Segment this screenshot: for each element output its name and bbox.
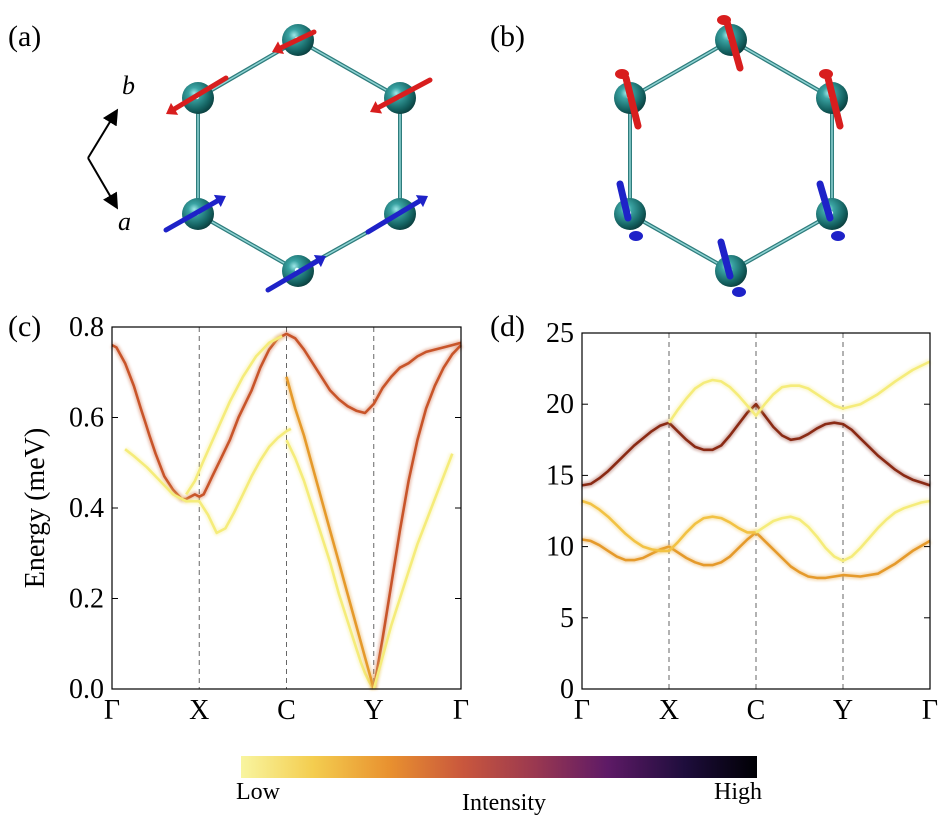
panel-label-c: (c) <box>8 310 41 343</box>
band-series-glow <box>370 452 456 690</box>
band-series-3 <box>185 334 283 496</box>
bond-highlight <box>730 213 833 272</box>
colorbar-gradient <box>241 756 757 778</box>
spin-arrow-shaft <box>365 198 422 235</box>
spin-rod <box>622 74 642 130</box>
axis-a-label: a <box>118 207 131 236</box>
spin-cap <box>831 231 845 241</box>
y-tick-label: 0.4 <box>69 493 104 524</box>
spin-arrow-head <box>166 102 179 115</box>
spin-arrow-head <box>313 255 326 268</box>
x-tick-label: C <box>277 695 296 726</box>
x-tick-label: Y <box>364 695 384 726</box>
x-tick-label: Y <box>833 695 853 726</box>
y-tick-label: 0.8 <box>69 312 104 343</box>
colorbar: Low Intensity High <box>236 756 762 816</box>
band-series-7 <box>372 453 454 690</box>
spin-rod <box>616 180 632 222</box>
bond-highlight <box>629 213 732 272</box>
band-series-1 <box>111 332 462 501</box>
bond-highlight <box>197 213 299 272</box>
panel-label-b: (b) <box>490 20 525 53</box>
spin-rod <box>717 238 734 280</box>
spin-arrow-shaft <box>278 29 317 51</box>
band-series-4 <box>581 499 756 553</box>
y-tick-label: 0 <box>560 674 574 705</box>
spin-arrow-shaft <box>172 75 229 112</box>
band-series-1 <box>581 402 931 487</box>
plot-frame <box>581 332 931 690</box>
y-tick-label: 0.0 <box>69 674 104 705</box>
y-tick-label: 25 <box>546 318 574 349</box>
band-series-6 <box>372 344 462 690</box>
x-tick-label: Γ <box>104 695 120 726</box>
band-series-4 <box>285 439 375 690</box>
x-tick-label: X <box>659 695 679 726</box>
spin-rod <box>816 180 834 222</box>
spin-arrow-shaft <box>376 77 433 110</box>
y-tick-label: 15 <box>546 460 574 491</box>
x-tick-label: Γ <box>453 695 469 726</box>
y-tick-label: 0.6 <box>69 403 104 434</box>
colorbar-high-label: High <box>714 779 762 805</box>
band-series-5 <box>755 499 931 563</box>
band-series-glow <box>666 358 932 425</box>
spin-arrow-head <box>415 195 428 208</box>
spin-arrow-head <box>213 194 226 208</box>
x-tick-label: C <box>747 695 766 726</box>
bond-highlight <box>629 39 732 99</box>
band-series-2 <box>667 360 931 424</box>
spin-arrow-shaft <box>265 258 320 293</box>
spin-cap <box>732 287 746 297</box>
band-series-5 <box>285 376 376 690</box>
axis-b-label: b <box>122 71 135 100</box>
x-tick-label: Γ <box>922 695 938 726</box>
band-series-2 <box>124 427 292 535</box>
plot-d: 0 5 10 15 20 25Γ X C Y Γ <box>546 318 938 726</box>
spin-rod <box>723 18 744 72</box>
panel-label-d: (d) <box>490 310 525 343</box>
bond-highlight <box>297 39 401 99</box>
bond-highlight <box>730 39 833 99</box>
y-tick-label: 0.2 <box>69 584 104 615</box>
y-axis-label: Energy (meV) <box>20 428 51 588</box>
x-tick-label: Γ <box>574 695 590 726</box>
spin-rod <box>824 74 844 130</box>
hexagon-b <box>614 15 848 297</box>
y-tick-label: 10 <box>546 532 574 563</box>
spin-arrow-head <box>370 101 383 114</box>
x-tick-label: X <box>189 695 209 726</box>
colorbar-low-label: Low <box>236 779 281 805</box>
spin-arrow-head <box>272 41 285 55</box>
colorbar-title: Intensity <box>462 790 546 816</box>
plot-c: 0.0 0.2 0.4 0.6 0.8Γ X C Y Γ Energy (meV) <box>20 312 469 726</box>
lattice-axes: b a <box>87 71 135 236</box>
hexagon-a <box>163 24 433 293</box>
y-tick-label: 20 <box>546 389 574 420</box>
panel-label-a: (a) <box>8 20 41 53</box>
spin-arrow-shaft <box>163 198 220 233</box>
band-series-3 <box>581 531 931 580</box>
spin-cap <box>629 231 643 241</box>
y-tick-label: 5 <box>560 603 574 634</box>
